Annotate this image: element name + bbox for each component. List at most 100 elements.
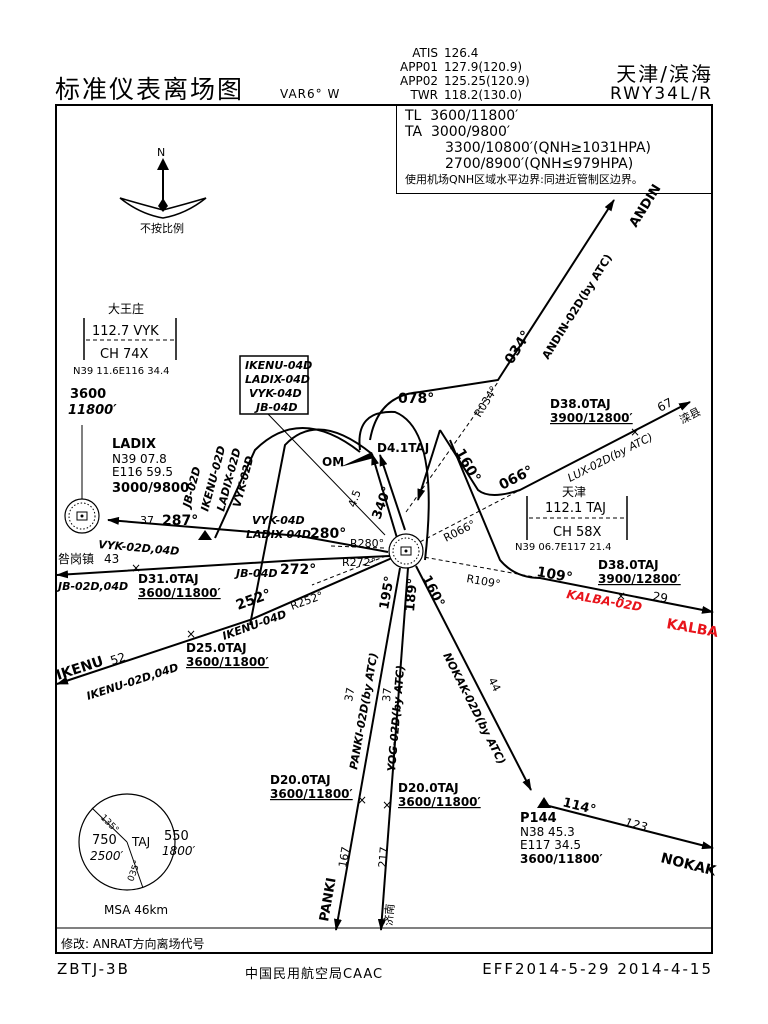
lux-fix-mark: × (630, 425, 640, 439)
course-272: 272° (280, 562, 316, 578)
magnetic-variation: VAR6° W (280, 87, 341, 101)
ta-label: TA (405, 124, 423, 140)
d25-fix-mark: × (186, 627, 196, 641)
turn-loops (214, 410, 441, 626)
andin-route (369, 199, 615, 513)
course-189: 189° (403, 578, 421, 613)
ladix-altitude: 3000/9800′ (112, 481, 193, 496)
msa-label: MSA 46km (104, 903, 168, 917)
airport-name: 天津/滨海 (616, 62, 713, 86)
course-109: 109° (535, 564, 573, 586)
vyk-freq: 112.7 VYK (92, 324, 159, 339)
freq-app02: 125.25(120.9) (444, 74, 530, 88)
freq-twr: 118.2(130.0) (444, 88, 523, 102)
vyk-vor-icon (64, 425, 100, 534)
north-arrow-icon (119, 158, 207, 219)
frequency-values: 126.4 127.9(120.9) 125.25(120.9) 118.2(1… (444, 46, 530, 102)
d38-lux-alt: 3900/12800′ (550, 411, 633, 425)
effective-dates: EFF2014-5-29 2014-4-15 (482, 960, 713, 978)
vyk-name: 大王庄 (108, 301, 144, 316)
taj-vor-icon (388, 533, 424, 569)
taj-channel: CH 58X (553, 525, 602, 540)
freq-label-atis: ATIS (412, 46, 438, 60)
msa-diagram (78, 793, 176, 891)
d25-fix: D25.0TAJ (186, 641, 247, 655)
lux-route (413, 401, 691, 546)
kalba-fix: KALBA (665, 616, 719, 641)
nokak-fix: NOKAK (659, 850, 718, 879)
kalba-fix-mark: × (616, 589, 626, 603)
distance-167: 167 (336, 846, 352, 869)
freq-label-app02: APP02 (400, 74, 438, 88)
distance-29: 29 (651, 589, 668, 605)
ladix-waypoint-icon (198, 530, 212, 540)
chart-title: 标准仪表离场图 (55, 75, 245, 104)
taj-freq: 112.1 TAJ (545, 501, 606, 516)
transition-box: TL 3600/11800′ TA 3000/9800′ 3300/10800′… (396, 104, 713, 194)
yog-route-label: YOG-02D(by ATC) (385, 665, 407, 773)
course-280: 280° (310, 526, 346, 542)
distance-123: 123 (623, 815, 649, 834)
d20-yog: D20.0TAJ (398, 781, 459, 795)
d20-panki-mark: × (357, 793, 367, 807)
d38-lux: D38.0TAJ (550, 397, 611, 411)
p144-alt: 3600/11800′ (520, 852, 603, 866)
distance-45: 4.5 (346, 488, 364, 509)
d31-fix: D31.0TAJ (138, 572, 199, 586)
d20-yog-alt: 3600/11800′ (398, 795, 481, 809)
ladix-name: LADIX (112, 437, 156, 452)
course-078: 078° (398, 391, 434, 407)
d31-fix-mark: × (131, 561, 141, 575)
vyk-coordinates: N39 11.6E116 34.4 (73, 366, 170, 377)
distance-43: 43 (104, 552, 119, 566)
freq-app01: 127.9(120.9) (444, 60, 523, 74)
jinan-fix: 济南 (381, 903, 397, 926)
radial-272: R272° (342, 556, 376, 569)
course-287: 287° (162, 513, 198, 529)
ta-value-high: 3300/10800′(QNH≥1031HPA) (445, 140, 652, 156)
ta-value-low: 2700/8900′(QNH≤979HPA) (445, 156, 634, 172)
jb-02d04d-label: JB-02D,04D (56, 580, 128, 593)
d38-kalba-alt: 3900/12800′ (598, 572, 681, 586)
ladix-lon: E116 59.5 (112, 465, 173, 479)
distance-44: 44 (485, 675, 503, 693)
d31-alt: 3600/11800′ (138, 586, 221, 600)
d20-panki: D20.0TAJ (270, 773, 331, 787)
course-066: 066° (497, 463, 537, 494)
andin-course: 034° (502, 328, 535, 367)
ladix04d-label: LADIX-04D (246, 528, 311, 541)
radial-034: R034° (472, 384, 501, 420)
lux-route-label: LUX-02D(by ATC) (565, 430, 655, 484)
distance-67: 67 (655, 395, 675, 414)
guogang-fix: 咎岗镇 (58, 552, 94, 566)
proc-vyk04d: VYK-04D (249, 387, 302, 400)
msa-left-ft: 2500′ (90, 849, 124, 863)
radial-252: R252° (289, 589, 326, 613)
tl-label: TL (405, 108, 422, 124)
radial-109: R109° (465, 572, 501, 591)
taj-coordinates: N39 06.7E117 21.4 (515, 542, 612, 553)
chart-frame (55, 104, 713, 954)
course-195: 195° (377, 575, 398, 611)
msa-right-ft: 1800′ (162, 844, 196, 858)
distance-37-yog: 37 (380, 687, 394, 702)
proc-ikenu04d: IKENU-04D (245, 359, 312, 372)
vyk04d-label: VYK-04D (252, 514, 305, 527)
andin-fix: ANDIN (627, 182, 665, 230)
vyk-channel: CH 74X (100, 347, 149, 362)
nokak-route-label: NOKAK-02D(by ATC) (440, 650, 508, 766)
ladix-alt-m: 3600 (70, 387, 106, 402)
p144-waypoint-icon (537, 797, 551, 808)
freq-label-twr: TWR (410, 88, 438, 102)
d38-kalba: D38.0TAJ (598, 558, 659, 572)
msa-bearing-035: 035° (126, 859, 143, 883)
procedure-box (239, 355, 309, 415)
p144-name: P144 (520, 811, 557, 826)
d41-fix: D4.1TAJ (377, 441, 429, 455)
ladix-alt-ft: 11800′ (68, 403, 117, 418)
ikenu04d-label: IKENU-04D (221, 608, 289, 643)
distance-37-vyk: 37 (140, 514, 154, 527)
panki-fix: PANKI (317, 877, 339, 923)
revision-note: 修改: ANRAT方向离场代号 (61, 937, 205, 951)
